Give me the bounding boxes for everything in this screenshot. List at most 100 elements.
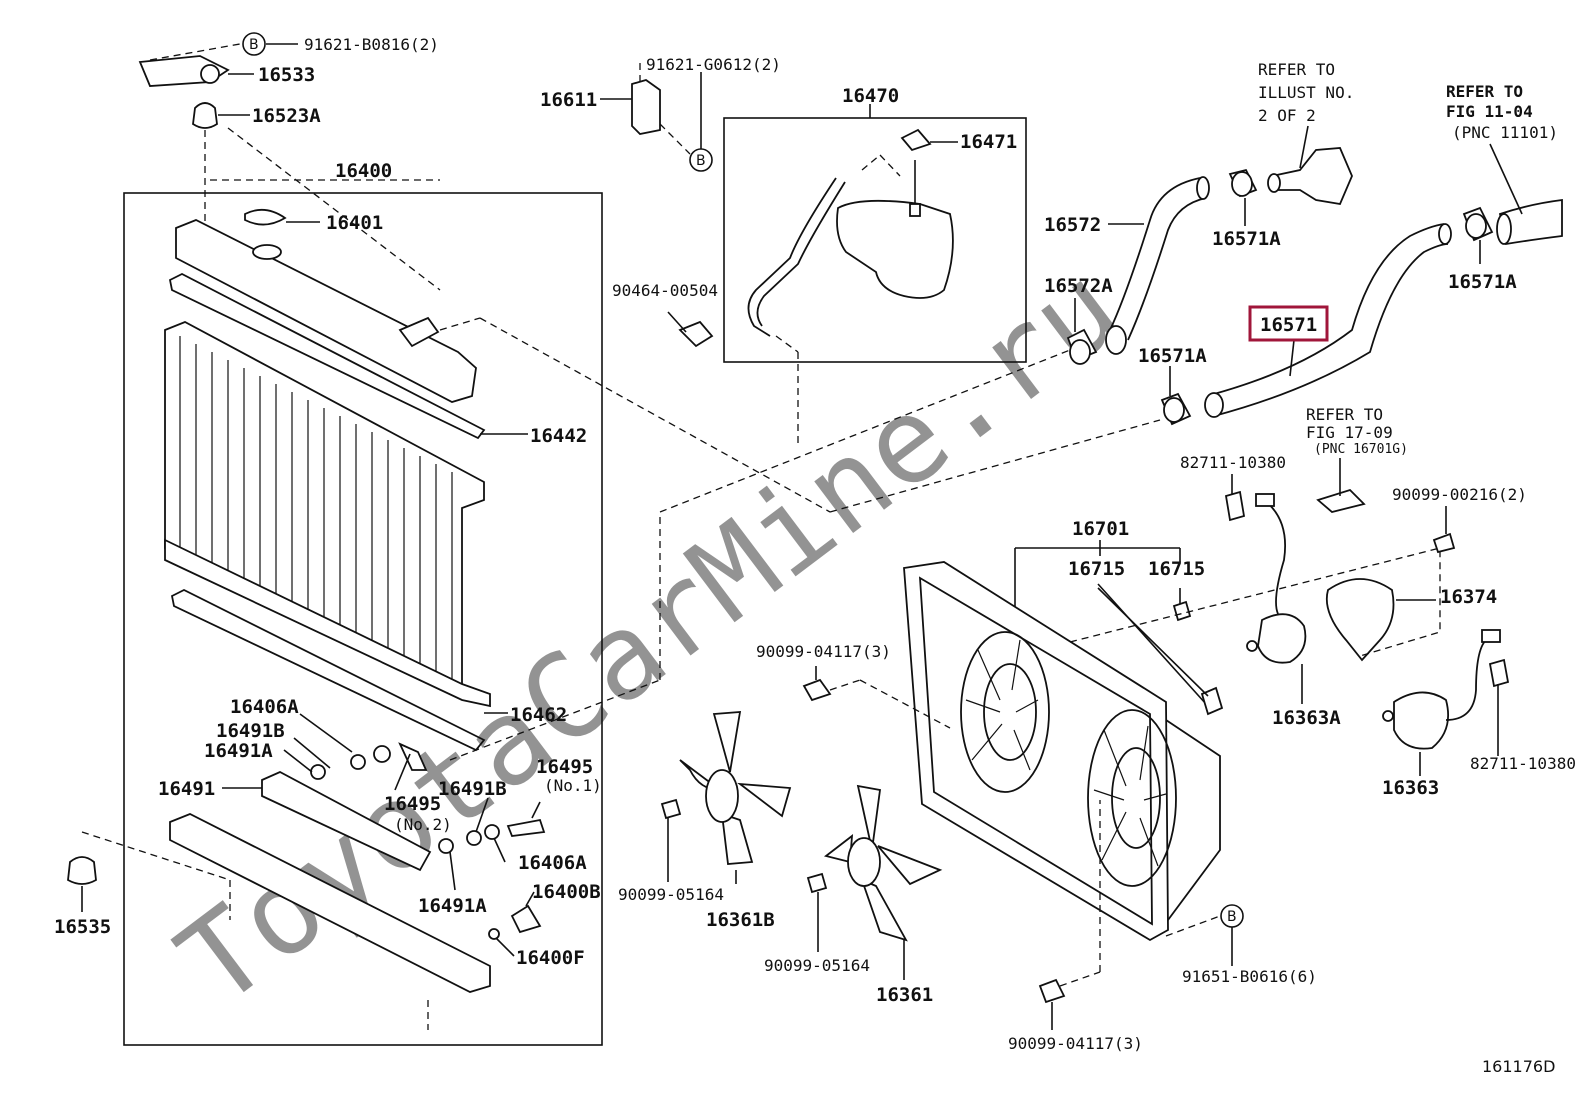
overflow-hose-shape <box>747 177 837 337</box>
cushion-16523a-shape <box>192 102 218 129</box>
radiator-assembly-group: B <box>67 32 603 1046</box>
refer-fig-17-09-line1: REFER TO <box>1306 405 1383 424</box>
bracket-16611-shape <box>631 79 661 135</box>
refer-illust-line3: 2 OF 2 <box>1258 106 1316 125</box>
label-16495-no1-sub: (No.1) <box>544 776 602 795</box>
label-16442: 16442 <box>530 425 587 447</box>
label-82711-10380-bottom: 82711-10380 <box>1470 754 1576 773</box>
label-16715-b: 16715 <box>1148 558 1205 580</box>
nut-90099-05164-left-shape <box>660 798 682 820</box>
fan-motor-16363-wire-shape <box>1445 639 1487 721</box>
fan-16361-shape <box>823 784 943 980</box>
label-16611: 16611 <box>540 89 597 111</box>
lower-tank-shape <box>169 813 491 993</box>
label-16400: 16400 <box>335 160 392 182</box>
label-16571a-1: 16571A <box>1212 228 1281 250</box>
callout-b-label-1: B <box>249 37 259 53</box>
label-82711-10380-top: 82711-10380 <box>1180 453 1286 472</box>
bolt-90099-04117-bottom-shape <box>1038 978 1066 1004</box>
fan-16361b-shape <box>679 711 792 884</box>
label-90099-04117-top: 90099-04117(3) <box>756 642 891 661</box>
label-16571[interactable]: 16571 <box>1260 314 1317 336</box>
clip-16715-shape <box>1172 600 1192 622</box>
label-16491a-bottom: 16491A <box>418 895 487 917</box>
refer-fig-17-09-line2: FIG 17-09 <box>1306 423 1393 442</box>
label-16572: 16572 <box>1044 214 1101 236</box>
label-91651-b0616: 91651-B0616(6) <box>1182 967 1317 986</box>
label-90099-04117-bottom: 90099-04117(3) <box>1008 1034 1143 1053</box>
gasket-16462-shape <box>170 588 486 752</box>
label-16363: 16363 <box>1382 777 1439 799</box>
label-16491a-top: 16491A <box>204 740 273 762</box>
pipe-16495-no2-shape <box>398 742 428 771</box>
radiator-assembly-frame <box>123 192 603 1046</box>
label-16401: 16401 <box>326 212 383 234</box>
label-16361b: 16361B <box>706 909 775 931</box>
label-16491b-mid: 16491B <box>438 778 507 800</box>
screw-90099-00216-shape <box>1432 532 1456 554</box>
bracket-16374-shape <box>1325 578 1395 662</box>
label-16363a: 16363A <box>1272 707 1341 729</box>
label-90464-00504: 90464-00504 <box>612 281 718 300</box>
label-16715-a: 16715 <box>1068 558 1125 580</box>
reservoir-group: B <box>600 60 1027 444</box>
label-90099-05164-mid: 90099-05164 <box>764 956 870 975</box>
refer-fig-11-04-line2: FIG 11-04 <box>1446 102 1533 121</box>
fan-relay-plate-shape <box>1316 488 1366 513</box>
label-90099-05164-left: 90099-05164 <box>618 885 724 904</box>
label-16462: 16462 <box>510 704 567 726</box>
label-16491b-top: 16491B <box>216 720 285 742</box>
radiator-core-shape <box>164 321 491 708</box>
label-16572a: 16572A <box>1044 275 1113 297</box>
nut-90099-05164-mid-shape <box>806 872 828 894</box>
refer-illust-line1: REFER TO <box>1258 60 1335 79</box>
label-16495-no1: 16495 <box>536 756 593 778</box>
label-16470: 16470 <box>842 85 899 107</box>
fan-shroud-group: B <box>802 474 1510 1030</box>
label-16701: 16701 <box>1072 518 1129 540</box>
callout-b-marker-1 <box>242 32 266 56</box>
label-16361: 16361 <box>876 984 933 1006</box>
fan-motor-wire-shape <box>1263 499 1286 615</box>
refer-fig-11-04-line3: (PNC 11101) <box>1452 123 1558 142</box>
label-16495-no2: 16495 <box>384 793 441 815</box>
label-16571a-2: 16571A <box>1448 271 1517 293</box>
hose-16572-shape <box>1109 177 1201 331</box>
label-16523a: 16523A <box>252 105 321 127</box>
highlight-box-16571 <box>1248 305 1329 342</box>
bracket-16533-shape <box>138 55 254 87</box>
label-91621-b0816: 91621-B0816(2) <box>304 35 439 54</box>
label-16535: 16535 <box>54 916 111 938</box>
label-16571a-3: 16571A <box>1138 345 1207 367</box>
bolt-90099-04117-top-shape <box>802 678 832 702</box>
fan-motor-16363-shape <box>1393 691 1450 750</box>
callout-b-label-3: B <box>1227 909 1237 925</box>
refer-fig-11-04-line1: REFER TO <box>1446 82 1523 101</box>
clamp-90464-shape <box>678 320 714 348</box>
refer-fig-17-09-line3: (PNC 16701G) <box>1314 442 1408 457</box>
hoses-group <box>1066 125 1563 426</box>
label-16533: 16533 <box>258 64 315 86</box>
label-16406a-top: 16406A <box>230 696 299 718</box>
water-outlet-shape <box>1271 147 1353 206</box>
label-16400b: 16400B <box>532 881 601 903</box>
label-16495-no2-sub: (No.2) <box>394 815 452 834</box>
fan-motor-16363a-shape <box>1257 613 1307 664</box>
connector-82711-top-shape <box>1224 490 1246 522</box>
upper-tank-shape <box>175 208 477 403</box>
label-16406a-bottom: 16406A <box>518 852 587 874</box>
label-16471: 16471 <box>960 131 1017 153</box>
reservoir-tank-16470-shape <box>836 199 954 299</box>
fan-shroud-16701-shape <box>903 561 1169 942</box>
label-91621-g0612: 91621-G0612(2) <box>646 55 781 74</box>
refer-illust-line2: ILLUST NO. <box>1258 83 1354 102</box>
label-16491: 16491 <box>158 778 215 800</box>
callout-b-label-2: B <box>696 153 706 169</box>
drain-pipe-16491-shape <box>261 770 432 872</box>
label-16374: 16374 <box>1440 586 1497 608</box>
reservoir-frame <box>723 117 1027 363</box>
figure-id: 161176D <box>1482 1057 1555 1076</box>
label-90099-00216: 90099-00216(2) <box>1392 485 1527 504</box>
engine-pipe-shape <box>1498 198 1563 246</box>
